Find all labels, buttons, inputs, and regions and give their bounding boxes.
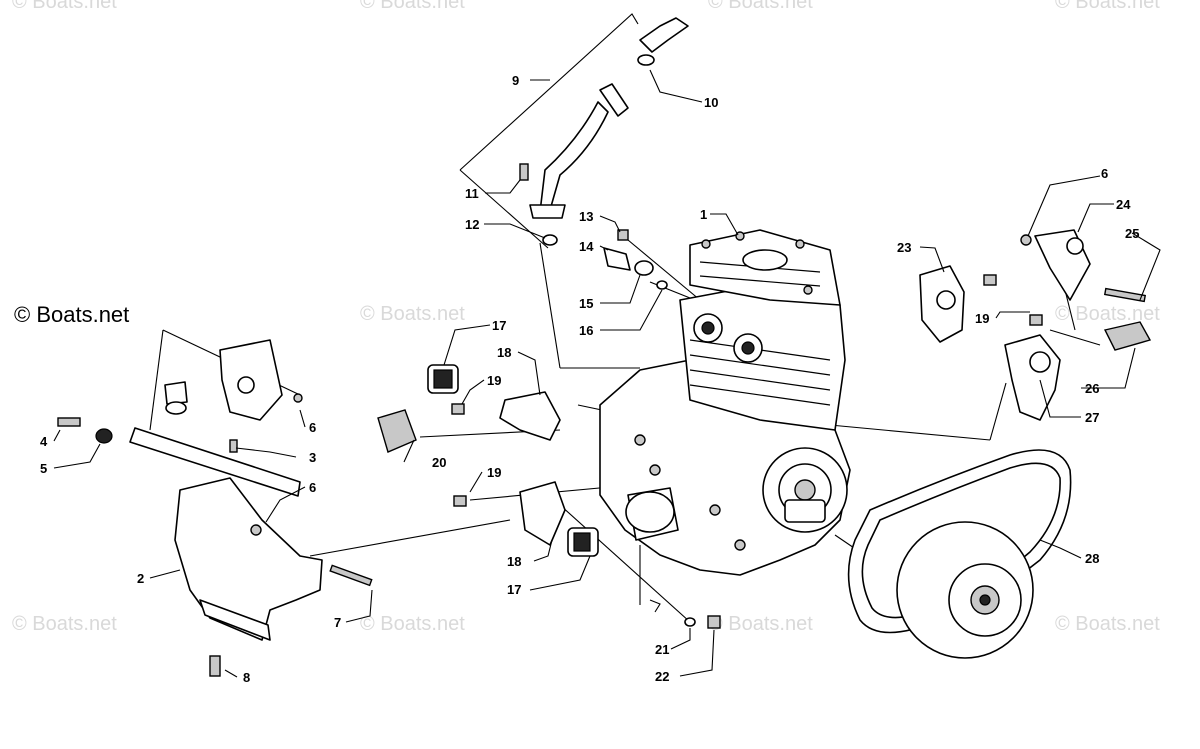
callout-19: 19 [975, 311, 989, 326]
watermark-text: © Boats.net [360, 0, 465, 13]
watermark-text: © Boats.net [360, 303, 465, 325]
callout-25: 25 [1125, 226, 1139, 241]
callout-5: 5 [40, 461, 47, 476]
watermark-layer: © Boats.net © Boats.net © Boats.net © Bo… [12, 0, 1160, 635]
left-motor-mount [377, 364, 561, 453]
engine-assembly [599, 229, 851, 576]
watermark-text: © Boats.net [12, 0, 117, 13]
callout-2: 2 [137, 571, 144, 586]
callout-10: 10 [704, 95, 718, 110]
callout-24: 24 [1116, 197, 1131, 212]
callout-9: 9 [512, 73, 519, 88]
copyright-credit: © Boats.net [14, 302, 129, 327]
lower-motor-mount [453, 481, 721, 629]
callout-6: 6 [309, 480, 316, 495]
callout-15: 15 [579, 296, 593, 311]
callout-6: 6 [1101, 166, 1108, 181]
callout-18: 18 [497, 345, 511, 360]
callout-8: 8 [243, 670, 250, 685]
callout-19: 19 [487, 373, 501, 388]
callout-14: 14 [579, 239, 594, 254]
callout-1: 1 [700, 207, 707, 222]
callout-18: 18 [507, 554, 521, 569]
callout-16: 16 [579, 323, 593, 338]
watermark-text: © Boats.net [12, 613, 117, 635]
callout-7: 7 [334, 615, 341, 630]
callout-22: 22 [655, 669, 669, 684]
callout-3: 3 [309, 450, 316, 465]
small-fittings [603, 229, 668, 290]
callout-leaders [53, 69, 1161, 678]
callout-21: 21 [655, 642, 669, 657]
callout-13: 13 [579, 209, 593, 224]
dipstick-tube-assembly [519, 17, 689, 246]
callout-6: 6 [309, 420, 316, 435]
watermark-text: © Boats.net [360, 613, 465, 635]
watermark-text: © Boats.net [1055, 303, 1160, 325]
callout-4: 4 [40, 434, 48, 449]
watermark-text: © Boats.net [708, 0, 813, 13]
callout-17: 17 [507, 582, 521, 597]
right-motor-mount [919, 229, 1152, 421]
callout-17: 17 [492, 318, 506, 333]
watermark-text: © Boats.net [1055, 613, 1160, 635]
callout-23: 23 [897, 240, 911, 255]
callout-12: 12 [465, 217, 479, 232]
callout-26: 26 [1085, 381, 1099, 396]
watermark-text: © Boats.net [1055, 0, 1160, 13]
callout-27: 27 [1085, 410, 1099, 425]
callout-20: 20 [432, 455, 446, 470]
drive-belt-clutch [847, 449, 1072, 659]
callout-28: 28 [1085, 551, 1099, 566]
callout-11: 11 [465, 186, 479, 201]
callout-labels: 1 2 3 4 5 6 6 6 7 8 9 10 11 12 13 14 15 … [40, 73, 1139, 685]
watermark-text: © Boats.net [708, 613, 813, 635]
callout-19: 19 [487, 465, 501, 480]
left-bracket-assembly [57, 339, 373, 677]
